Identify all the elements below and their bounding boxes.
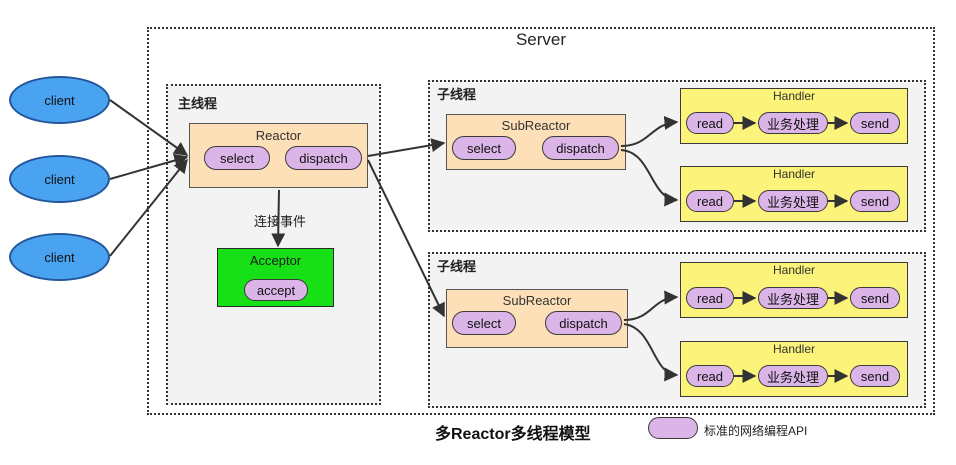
sub-reactor-1-dispatch: dispatch [542, 136, 619, 160]
sub-reactor-2-select: select [452, 311, 516, 335]
edge-sub2-to-handler [623, 323, 679, 382]
handler-title: Handler [772, 89, 816, 103]
handler-title: Handler [772, 167, 816, 181]
sub-thread-label-1: 子线程 [437, 87, 477, 102]
server-label: Server [515, 30, 567, 49]
client-node: client [9, 76, 110, 124]
legend-swatch [648, 417, 698, 439]
handler-send: send [850, 287, 900, 309]
legend-label: 标准的网络编程API [704, 424, 808, 438]
handler-read: read [686, 112, 734, 134]
edge-reactor-to-subreactor-2 [367, 159, 445, 318]
main-reactor-dispatch: dispatch [285, 146, 362, 170]
handler-process: 业务处理 [758, 365, 828, 387]
edge-sub2-to-handler [623, 290, 679, 321]
handler-send: send [850, 190, 900, 212]
edge-client-to-reactor [109, 99, 189, 156]
handler-process: 业务处理 [758, 112, 828, 134]
handler-read: read [686, 190, 734, 212]
main-thread-label: 主线程 [178, 96, 218, 111]
handler-send: send [850, 112, 900, 134]
sub-reactor-2-dispatch: dispatch [545, 311, 622, 335]
handler-process: 业务处理 [758, 190, 828, 212]
acceptor-accept: accept [244, 279, 308, 301]
edge-sub1-to-handler [620, 149, 679, 207]
main-reactor-title: Reactor [255, 128, 302, 143]
handler-read: read [686, 365, 734, 387]
sub-reactor-1-title: SubReactor [501, 118, 571, 133]
client-node: client [9, 155, 110, 203]
main-reactor-select: select [204, 146, 270, 170]
sub-reactor-1-select: select [452, 136, 516, 160]
edge-reactor-to-subreactor-1 [367, 138, 446, 157]
edge-client-to-reactor [109, 158, 188, 257]
edge-sub1-to-handler [620, 115, 679, 147]
sub-reactor-2-title: SubReactor [502, 293, 572, 308]
acceptor-title: Acceptor [249, 253, 302, 268]
sub-thread-label-2: 子线程 [437, 259, 477, 274]
edge-reactor-to-acceptor [271, 189, 286, 248]
handler-read: read [686, 287, 734, 309]
handler-process: 业务处理 [758, 287, 828, 309]
acceptor: Acceptor [217, 248, 334, 307]
handler-send: send [850, 365, 900, 387]
handler-title: Handler [772, 342, 816, 356]
client-node: client [9, 233, 110, 281]
diagram-caption: 多Reactor多线程模型 [435, 426, 591, 443]
server-boundary [147, 27, 935, 415]
handler-title: Handler [772, 263, 816, 277]
connect-event-label: 连接事件 [252, 211, 309, 230]
